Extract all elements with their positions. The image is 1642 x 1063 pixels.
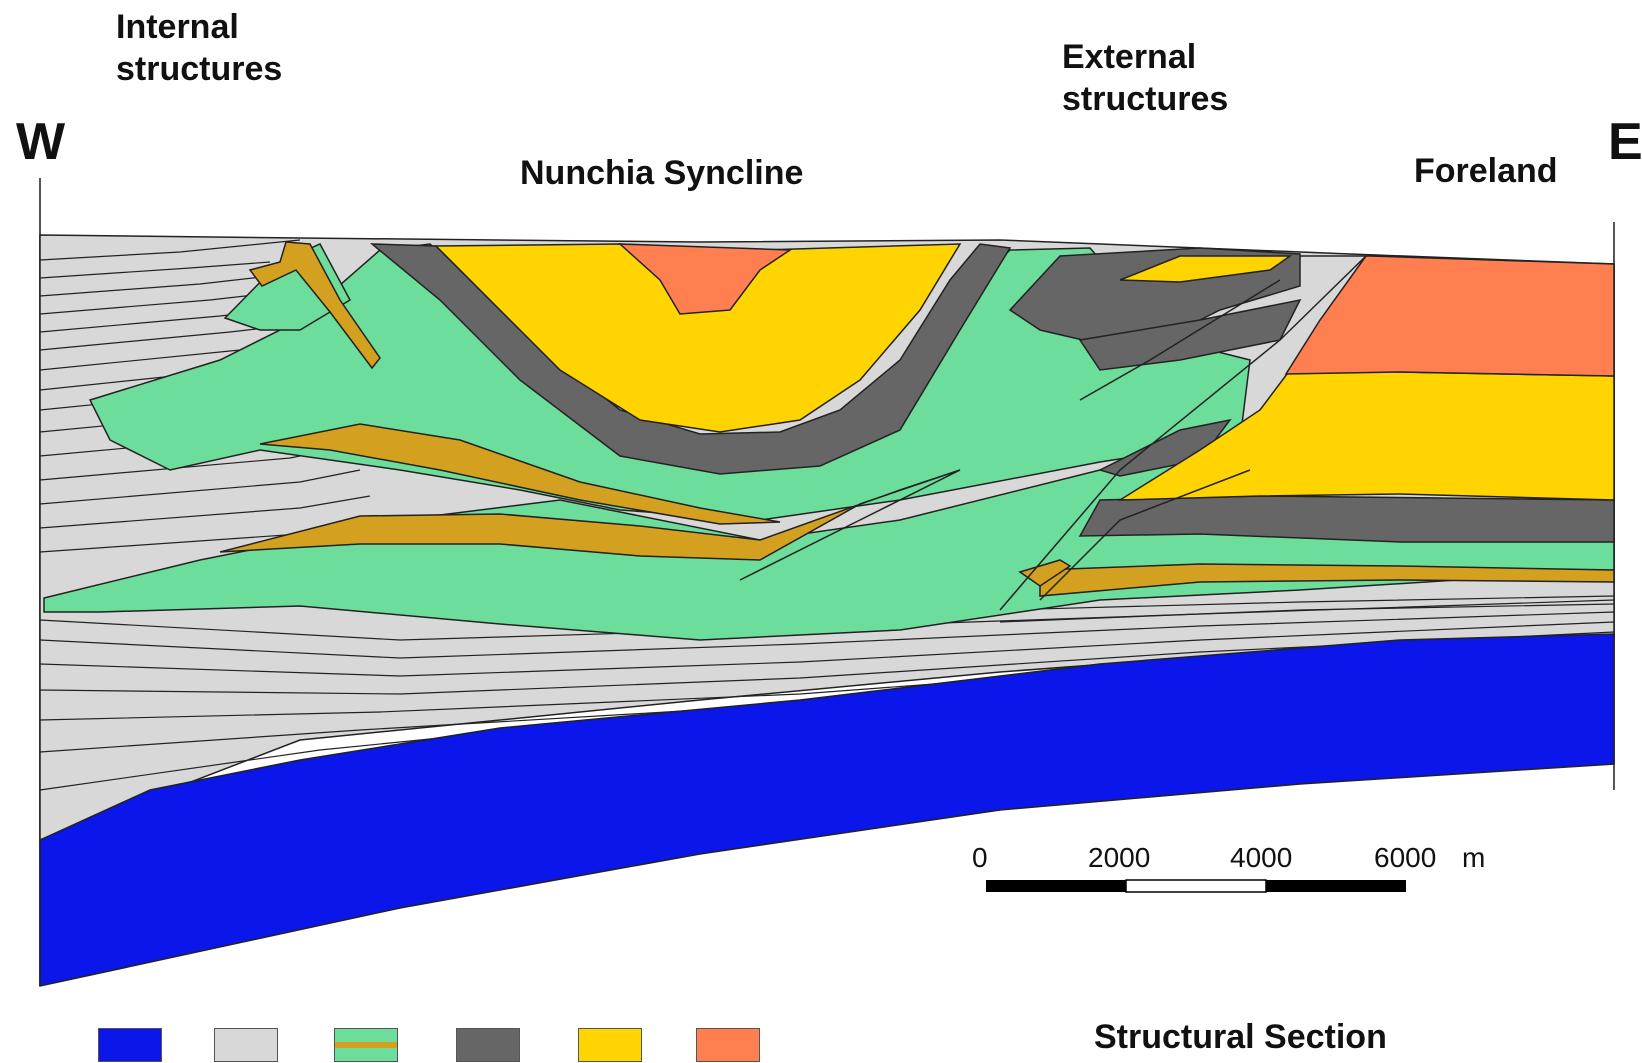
scale-tick-6000: 6000 [1374,842,1437,873]
grey-unit-swatch [214,1028,278,1062]
internal-structures-label: Internal structures [116,8,283,88]
west-label: W [16,113,66,171]
scale-tick-2000: 2000 [1088,842,1151,873]
external-structures-label: External structures [1062,38,1229,118]
scale-bar [986,879,1406,893]
ochre-band-upper [259,423,781,525]
section-title: Structural Section [1094,1018,1387,1056]
basement-unit-area [39,633,1615,987]
scale-seg-3 [1266,880,1406,892]
blue-unit-swatch [98,1028,162,1062]
green-ochre-unit-swatch [334,1028,398,1062]
ochre-band-west-thrust [248,241,381,370]
scale-tick-4000: 4000 [1230,842,1293,873]
orange-unit-foreland [1284,255,1615,377]
yellow-unit-swatch [578,1028,642,1062]
nunchia-syncline-label: Nunchia Syncline [520,154,804,192]
scale-seg-1 [986,880,1126,892]
dark-grey-unit-swatch [456,1028,520,1062]
yellow-unit-east-thrust [1119,255,1293,283]
dark-unit-syncline [369,243,1012,475]
scale-tick-0: 0 [972,842,988,873]
scale-seg-2 [1125,879,1267,893]
ochre-band-foreland [1039,563,1615,597]
east-label: E [1608,113,1642,171]
dark-unit-foreland [1078,495,1615,543]
fault-lines [739,255,1367,611]
orange-unit-syncline-top [617,243,793,315]
scale-unit: m [1462,842,1486,873]
orange-unit-swatch [696,1028,760,1062]
ochre-band-east-thrust [1018,559,1072,587]
foreland-label: Foreland [1414,152,1558,190]
